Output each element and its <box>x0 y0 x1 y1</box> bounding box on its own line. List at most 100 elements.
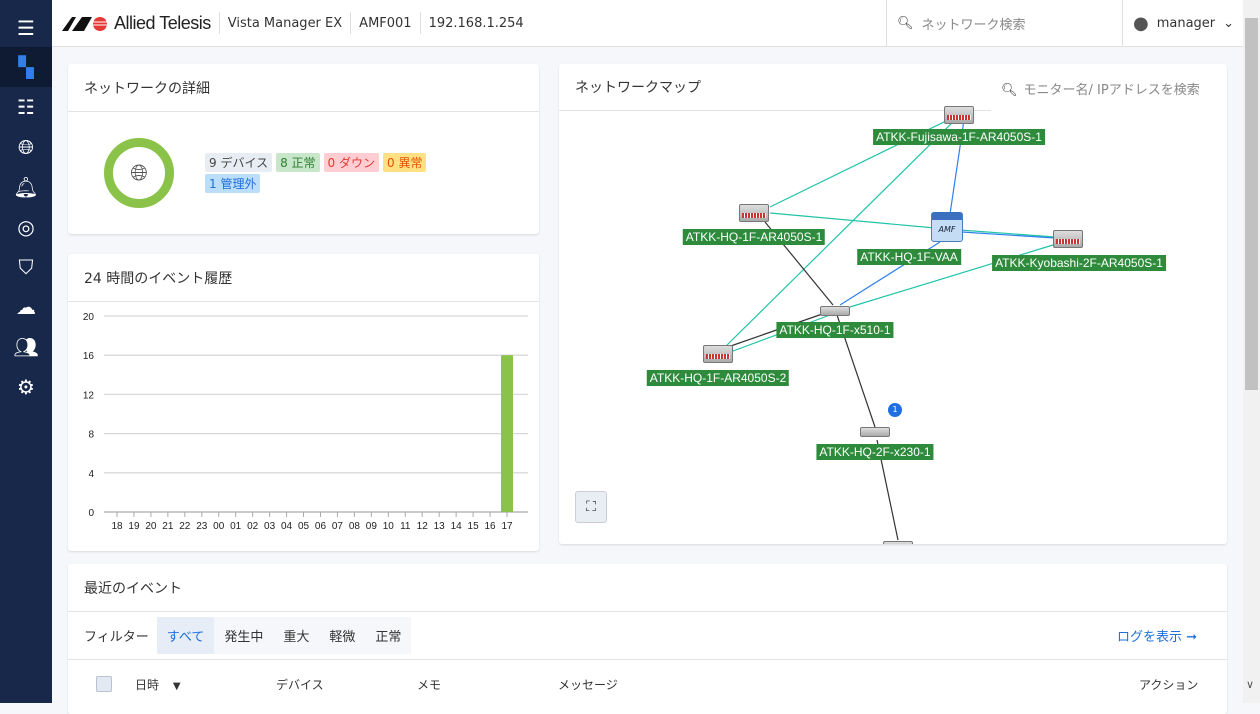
search-icon: 🔍︎ <box>1001 83 1018 98</box>
y-tick-label: 16 <box>83 351 95 362</box>
x-tick-label: 18 <box>111 521 123 532</box>
card-title: 24 時間のイベント履歴 <box>68 254 539 302</box>
y-tick-label: 12 <box>83 390 95 401</box>
card-title: 最近のイベント <box>68 564 1227 612</box>
bar <box>501 355 513 512</box>
node-label[interactable]: ATKK-HQ-1F-VAA <box>857 249 961 265</box>
status-badge[interactable]: 9 デバイス <box>205 153 273 172</box>
x-tick-label: 06 <box>315 521 327 532</box>
column-message[interactable]: メッセージ <box>558 678 618 692</box>
map-link <box>769 212 936 229</box>
filter-label: フィルター <box>84 630 149 645</box>
router-icon[interactable] <box>703 345 733 363</box>
map-search[interactable]: 🔍︎ モニター名/ IPアドレスを検索 <box>1001 79 1200 98</box>
node-label[interactable]: ATKK-Kyobashi-2F-AR4050S-1 <box>992 255 1166 271</box>
router-icon[interactable] <box>944 106 974 124</box>
node-label[interactable]: ATKK-HQ-1F-AR4050S-1 <box>682 229 826 245</box>
x-tick-label: 21 <box>162 521 174 532</box>
network-search[interactable]: 🔍︎ネットワーク検索 <box>886 0 1122 47</box>
x-tick-label: 05 <box>298 521 310 532</box>
area-name[interactable]: AMF001 <box>359 15 412 31</box>
list-icon[interactable]: ☷ <box>17 95 35 119</box>
product-name: Vista Manager EX <box>227 15 343 31</box>
view-log-link[interactable]: ログを表示 ➞ <box>1117 626 1197 645</box>
x-tick-label: 13 <box>434 521 446 532</box>
status-badge[interactable]: 1 管理外 <box>205 174 261 193</box>
globe-icon[interactable]: 🌐︎ <box>18 135 34 159</box>
column-date[interactable]: 日時 ▼ <box>135 676 181 693</box>
x-tick-label: 04 <box>281 521 293 532</box>
column-action: アクション <box>1139 678 1199 692</box>
card-title: ネットワークの詳細 <box>68 64 539 112</box>
network-map-card: ネットワークマップ 🔍︎ モニター名/ IPアドレスを検索 AMF 1 ATKK-… <box>559 64 1227 544</box>
event-filters: フィルター すべて 発生中 重大 軽微 正常 ログを表示 ➞ <box>68 612 1227 660</box>
x-tick-label: 16 <box>484 521 496 532</box>
user-menu[interactable]: ● manager ⌄ <box>1122 0 1243 47</box>
x-tick-label: 22 <box>179 521 191 532</box>
amf-controller-icon[interactable]: AMF <box>931 212 963 242</box>
switch-icon[interactable] <box>883 541 913 544</box>
status-badge[interactable]: 8 正常 <box>276 153 320 172</box>
monitor-icon[interactable]: ◎ <box>17 215 35 239</box>
gear-icon[interactable]: ⚙ <box>17 375 35 399</box>
menu-icon[interactable]: ☰ <box>17 16 35 40</box>
x-tick-label: 15 <box>468 521 480 532</box>
x-tick-label: 07 <box>332 521 344 532</box>
y-tick-label: 8 <box>88 430 94 441</box>
node-label[interactable]: ATKK-HQ-1F-x510-1 <box>776 322 894 338</box>
x-tick-label: 20 <box>145 521 157 532</box>
brand-name: Allied Telesis <box>114 12 211 33</box>
x-tick-label: 08 <box>349 521 361 532</box>
filter-minor[interactable]: 軽微 <box>319 617 366 654</box>
x-tick-label: 12 <box>417 521 429 532</box>
filter-normal[interactable]: 正常 <box>365 617 412 654</box>
node-label[interactable]: ATKK-Fujisawa-1F-AR4050S-1 <box>873 129 1045 145</box>
alarm-icon[interactable]: 🔔︎ <box>13 175 39 199</box>
select-all-checkbox[interactable] <box>96 676 112 692</box>
shield-icon[interactable]: ⛉ <box>18 255 34 279</box>
alert-count-badge[interactable]: 1 <box>888 403 902 417</box>
status-badge[interactable]: 0 異常 <box>383 153 427 172</box>
filter-critical[interactable]: 重大 <box>273 617 320 654</box>
x-tick-label: 10 <box>383 521 395 532</box>
y-tick-label: 4 <box>88 469 94 480</box>
fullscreen-button[interactable]: ⛶ <box>575 491 607 523</box>
header: Allied Telesis Vista Manager EX AMF001 1… <box>52 0 1243 47</box>
switch-icon[interactable] <box>860 427 890 437</box>
account-icon: ● <box>1133 13 1149 34</box>
map-link <box>961 231 1056 239</box>
x-tick-label: 03 <box>264 521 276 532</box>
x-tick-label: 11 <box>400 521 411 532</box>
column-memo[interactable]: メモ <box>417 678 442 692</box>
fullscreen-icon: ⛶ <box>586 499 596 515</box>
scroll-down-icon[interactable]: ∨ <box>1246 678 1255 691</box>
logo-mark-icon <box>62 17 107 31</box>
search-input[interactable]: ネットワーク検索 <box>921 18 1026 33</box>
column-device[interactable]: デバイス <box>276 678 324 692</box>
scrollbar[interactable]: ∨ <box>1243 0 1260 703</box>
card-title: ネットワークマップ <box>559 64 991 111</box>
node-label[interactable]: ATKK-HQ-1F-AR4050S-2 <box>646 370 790 386</box>
filter-active[interactable]: 発生中 <box>214 617 274 654</box>
status-badge[interactable]: 0 ダウン <box>323 153 379 172</box>
globe-icon: 🌐︎ <box>130 160 148 186</box>
dashboard-icon[interactable]: ▚ <box>0 47 52 87</box>
router-icon[interactable] <box>1053 230 1083 248</box>
user-name: manager <box>1156 16 1216 31</box>
node-label[interactable]: ATKK-HQ-2F-x230-1 <box>816 444 934 460</box>
filter-all[interactable]: すべて <box>156 617 215 654</box>
cloud-icon[interactable]: ☁ <box>16 295 36 319</box>
router-icon[interactable] <box>739 204 769 222</box>
scrollbar-thumb[interactable] <box>1245 18 1258 390</box>
recent-events-card: 最近のイベント フィルター すべて 発生中 重大 軽微 正常 ログを表示 ➞ <box>68 564 1227 714</box>
switch-icon[interactable] <box>820 306 850 316</box>
map-search-input[interactable]: モニター名/ IPアドレスを検索 <box>1023 83 1200 98</box>
x-tick-label: 17 <box>501 521 513 532</box>
ip-address: 192.168.1.254 <box>428 15 524 31</box>
users-icon[interactable]: 👥︎ <box>13 335 39 359</box>
chevron-down-icon: ⌄ <box>1223 16 1235 31</box>
logo: Allied Telesis <box>62 13 211 34</box>
x-tick-label: 02 <box>247 521 259 532</box>
sort-desc-icon: ▼ <box>172 681 181 692</box>
